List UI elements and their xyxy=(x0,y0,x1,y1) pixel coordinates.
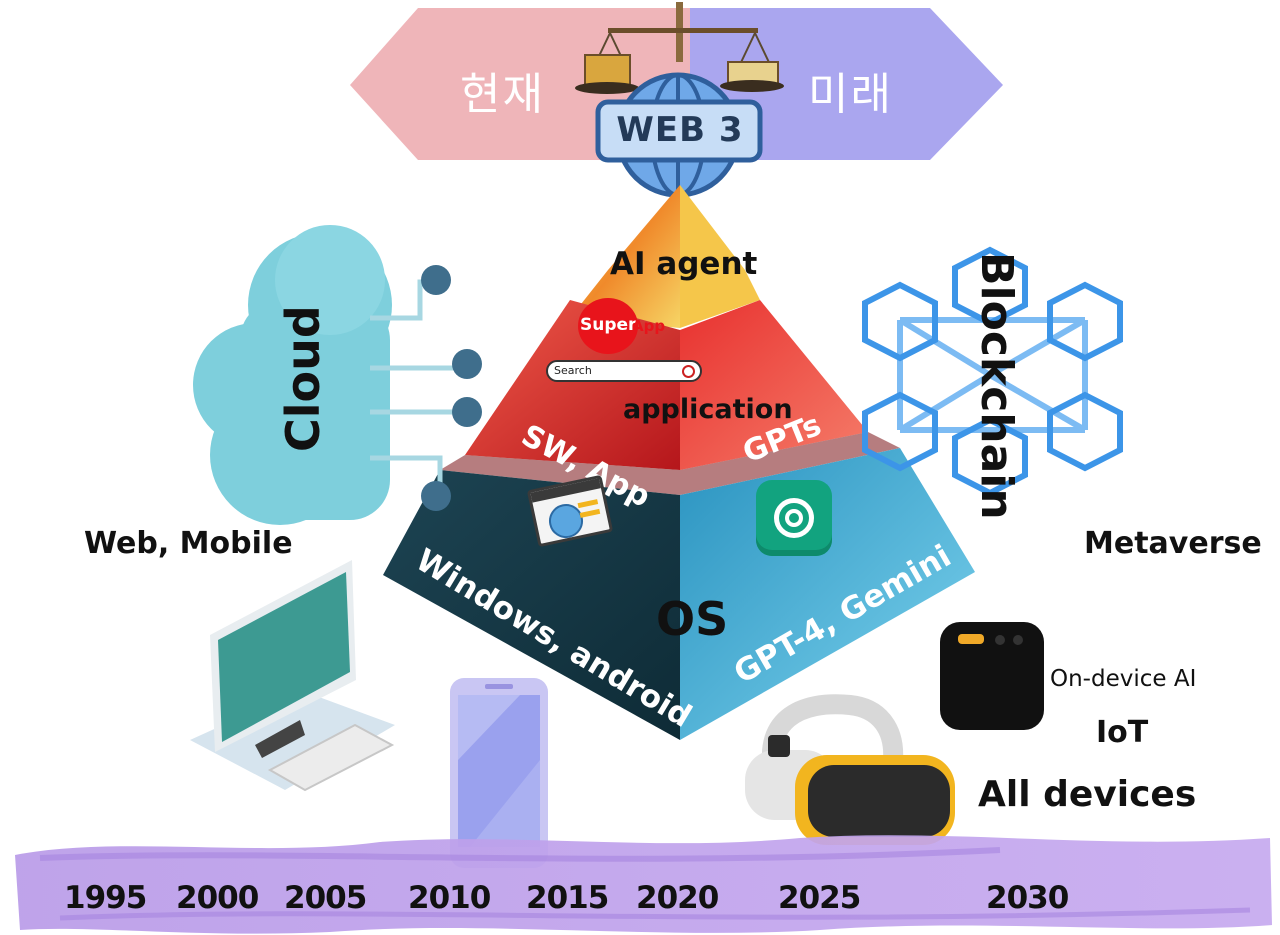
pyramid-bottom-center-label: OS xyxy=(656,592,729,646)
year-label: 1995 xyxy=(64,880,147,916)
cloud-shape xyxy=(193,225,392,525)
cloud-label: Cloud xyxy=(276,305,330,452)
year-label: 2025 xyxy=(778,880,861,916)
all-devices-label: All devices xyxy=(978,774,1197,815)
year-label: 2020 xyxy=(636,880,719,916)
smartphone-icon xyxy=(450,678,548,868)
arrow-right-half xyxy=(690,8,1003,160)
pyramid-middle-center-label: application xyxy=(623,394,793,425)
year-label: 2005 xyxy=(284,880,367,916)
year-label: 2010 xyxy=(408,880,491,916)
blockchain-network-icon xyxy=(862,246,1123,497)
connector-dot xyxy=(421,265,451,295)
connector-dot xyxy=(421,481,451,511)
superapp-logo-word2: App xyxy=(632,317,666,335)
blockchain-label: Blockchain xyxy=(971,252,1022,520)
ai-pin-device-icon xyxy=(940,622,1044,730)
iot-label: IoT xyxy=(1096,715,1149,750)
web-mobile-label: Web, Mobile xyxy=(84,526,293,561)
desktop-computer-icon xyxy=(190,560,395,792)
year-label: 2000 xyxy=(176,880,259,916)
superapp-logo-word1: Super xyxy=(580,315,637,335)
timeline-brush xyxy=(15,835,1272,934)
search-icon xyxy=(682,365,695,378)
year-label: 2015 xyxy=(526,880,609,916)
year-label: 2030 xyxy=(986,880,1069,916)
chatgpt-icon xyxy=(756,480,832,556)
search-placeholder: Search xyxy=(554,364,592,377)
connector-dot xyxy=(452,349,482,379)
web3-badge-frame xyxy=(595,99,763,163)
pyramid-top-label: AI agent xyxy=(610,246,758,282)
search-bar[interactable]: Search xyxy=(546,360,702,382)
web3-badge-label: WEB 3 xyxy=(616,110,744,150)
balance-scale-icon xyxy=(575,2,784,94)
pyramid-top-right xyxy=(680,185,760,328)
on-device-ai-label: On-device AI xyxy=(1050,666,1197,692)
connector-dot xyxy=(452,397,482,427)
pyramid-middle-band xyxy=(440,432,900,495)
pyramid-top-left xyxy=(570,185,680,328)
metaverse-label: Metaverse xyxy=(1084,526,1262,561)
pyramid-middle-right xyxy=(680,300,868,470)
arrow-left-label: 현재 xyxy=(460,69,545,120)
vr-headset-icon xyxy=(745,694,955,845)
pyramid-bottom-right xyxy=(680,448,975,740)
pyramid-bottom-left xyxy=(383,470,680,740)
superapp-logo xyxy=(578,298,638,354)
arrow-right-label: 미래 xyxy=(808,69,893,120)
